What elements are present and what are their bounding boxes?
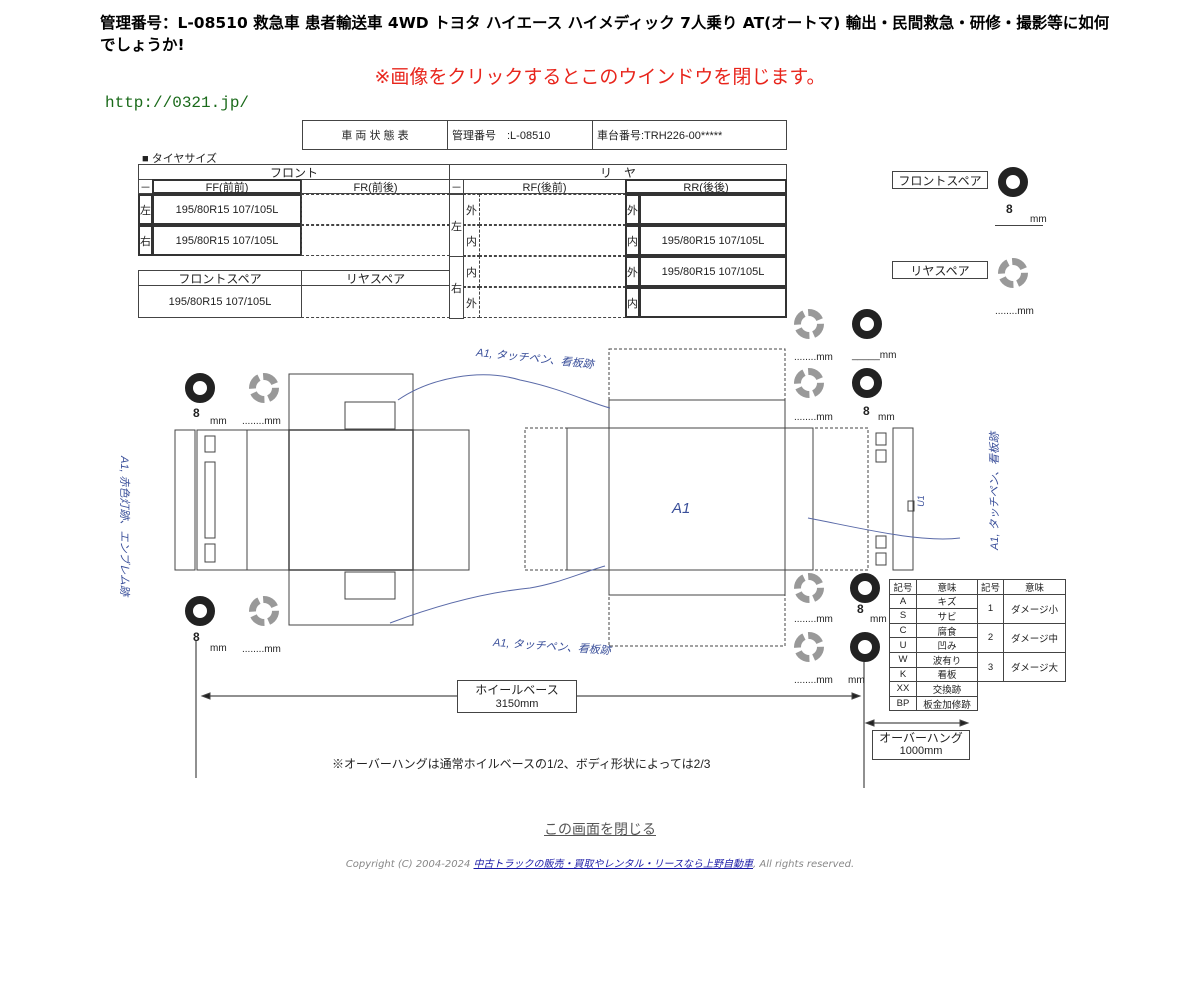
unit: mm bbox=[848, 675, 865, 686]
tire-icon bbox=[998, 167, 1028, 197]
rear-spare-depth: ........mm bbox=[995, 306, 1034, 317]
rr-ri-value bbox=[639, 287, 787, 318]
dotted-depth: ........mm bbox=[242, 416, 281, 427]
legend-level: 3 bbox=[977, 652, 1004, 683]
legend-meaning: 凹み bbox=[916, 637, 978, 653]
wheelbase-value: 3150mm bbox=[495, 698, 539, 710]
rr2-depth: 8 bbox=[857, 602, 864, 616]
tire-icon bbox=[850, 573, 880, 603]
overhang-label: オーバーハング bbox=[879, 731, 963, 745]
legend-header: 意味 bbox=[916, 579, 978, 595]
annotation-right-side: A1, タッチペン、看板跡 bbox=[988, 432, 1001, 550]
tire-dashed-icon bbox=[998, 258, 1028, 288]
wheelbase-label: ホイールベース bbox=[475, 683, 559, 697]
legend-header: 意味 bbox=[1003, 579, 1066, 595]
dotted-depth: ........mm bbox=[794, 675, 833, 686]
legend-code: S bbox=[889, 608, 917, 624]
copyright-suffix: , All rights reserved. bbox=[753, 859, 855, 870]
copyright: Copyright (C) 2004-2024 中古トラックの販売・買取やレンタ… bbox=[0, 855, 1200, 870]
legend-code: A bbox=[889, 593, 917, 610]
legend-level-meaning: ダメージ中 bbox=[1003, 622, 1066, 653]
unit: mm bbox=[878, 412, 895, 423]
tire-icon bbox=[852, 368, 882, 398]
annotation-left-side: A1, 赤色灯跡、エンブレム跡 bbox=[118, 455, 131, 597]
tire-dashed-icon bbox=[794, 573, 824, 603]
annotation-center: A1 bbox=[672, 500, 691, 517]
legend-level: 1 bbox=[977, 593, 1004, 624]
legend-header: 記号 bbox=[977, 579, 1004, 595]
legend-meaning: 交換跡 bbox=[916, 681, 978, 697]
unit: mm bbox=[210, 643, 227, 654]
underline bbox=[995, 225, 1043, 226]
rr1-depth: 8 bbox=[863, 404, 870, 418]
legend-code: U bbox=[889, 637, 917, 653]
legend-code: C bbox=[889, 622, 917, 639]
annotation-rear-small: U1 bbox=[915, 495, 926, 507]
tire-dashed-icon bbox=[249, 596, 279, 626]
dotted-depth: ........mm bbox=[794, 352, 833, 363]
page-title: 管理番号：L-08510 救急車 患者輸送車 4WD トヨタ ハイエース ハイメ… bbox=[100, 14, 1110, 54]
copyright-link[interactable]: 中古トラックの販売・買取やレンタル・リースなら上野自動車 bbox=[473, 859, 754, 870]
legend-level: 2 bbox=[977, 622, 1004, 653]
tire-icon bbox=[850, 632, 880, 662]
rr-ro-value: 195/80R15 107/105L bbox=[639, 256, 787, 287]
legend-code: BP bbox=[889, 695, 917, 712]
tire-dashed-icon bbox=[794, 309, 824, 339]
legend-meaning: 波有り bbox=[916, 652, 978, 668]
dotted-depth: ........mm bbox=[794, 412, 833, 423]
rr-header: RR(後後) bbox=[625, 179, 787, 194]
right-rear-spare-label: リヤスペア bbox=[892, 261, 988, 279]
legend-meaning: サビ bbox=[916, 608, 978, 624]
unit: mm bbox=[870, 614, 887, 625]
legend-code: K bbox=[889, 666, 917, 683]
legend-meaning: 腐食 bbox=[916, 622, 978, 639]
unit: mm bbox=[1030, 214, 1047, 225]
click-notice: ※画像をクリックするとこのウインドウを閉じます。 bbox=[374, 66, 826, 88]
tire-dashed-icon bbox=[794, 368, 824, 398]
front-spare-depth: 8 bbox=[1006, 202, 1013, 216]
close-window-link-wrap: この画面を閉じる bbox=[0, 819, 1200, 839]
tire-size-label: ■ タイヤサイズ bbox=[142, 153, 218, 165]
legend-header: 記号 bbox=[889, 579, 917, 595]
site-url: http://0321.jp/ bbox=[105, 94, 250, 112]
vehicle-diagram bbox=[174, 348, 970, 788]
rr-lo-value bbox=[639, 194, 787, 225]
dotted-depth: ........mm bbox=[794, 614, 833, 625]
close-window-link[interactable]: この画面を閉じる bbox=[544, 822, 656, 838]
dotted-depth: ........mm bbox=[242, 644, 281, 655]
legend-code: XX bbox=[889, 681, 917, 697]
right-front-spare-label: フロントスペア bbox=[892, 171, 988, 189]
copyright-prefix: Copyright (C) 2004-2024 bbox=[345, 859, 474, 870]
legend-code: W bbox=[889, 652, 917, 668]
overhang-box: オーバーハング 1000mm bbox=[872, 730, 970, 760]
tire-icon bbox=[852, 309, 882, 339]
fl-depth: 8 bbox=[193, 406, 200, 420]
overhang-note: ※オーバーハングは通常ホイルベースの1/2、ボディ形状によっては2/3 bbox=[332, 757, 711, 771]
rl-depth: 8 bbox=[193, 630, 200, 644]
tire-dashed-icon bbox=[249, 373, 279, 403]
unit: mm bbox=[210, 416, 227, 427]
tire-icon bbox=[185, 596, 215, 626]
wheelbase-box: ホイールベース 3150mm bbox=[457, 680, 577, 713]
legend-level-meaning: ダメージ小 bbox=[1003, 593, 1066, 624]
chassis-number: 車台番号:TRH226-00***** bbox=[592, 120, 787, 150]
legend-meaning: 板金加修跡 bbox=[916, 695, 978, 712]
legend-meaning: 看板 bbox=[916, 666, 978, 683]
rr-li-value: 195/80R15 107/105L bbox=[639, 225, 787, 256]
legend-level-meaning: ダメージ大 bbox=[1003, 652, 1066, 683]
legend-meaning: キズ bbox=[916, 593, 978, 610]
tire-dashed-icon bbox=[794, 632, 824, 662]
tire-icon bbox=[185, 373, 215, 403]
vehicle-condition-sheet-image[interactable]: http://0321.jp/ 車 両 状 態 表 管理番号 :L-08510 … bbox=[100, 88, 1093, 792]
overhang-value: 1000mm bbox=[899, 745, 943, 757]
under-depth: _____mm bbox=[852, 350, 897, 361]
